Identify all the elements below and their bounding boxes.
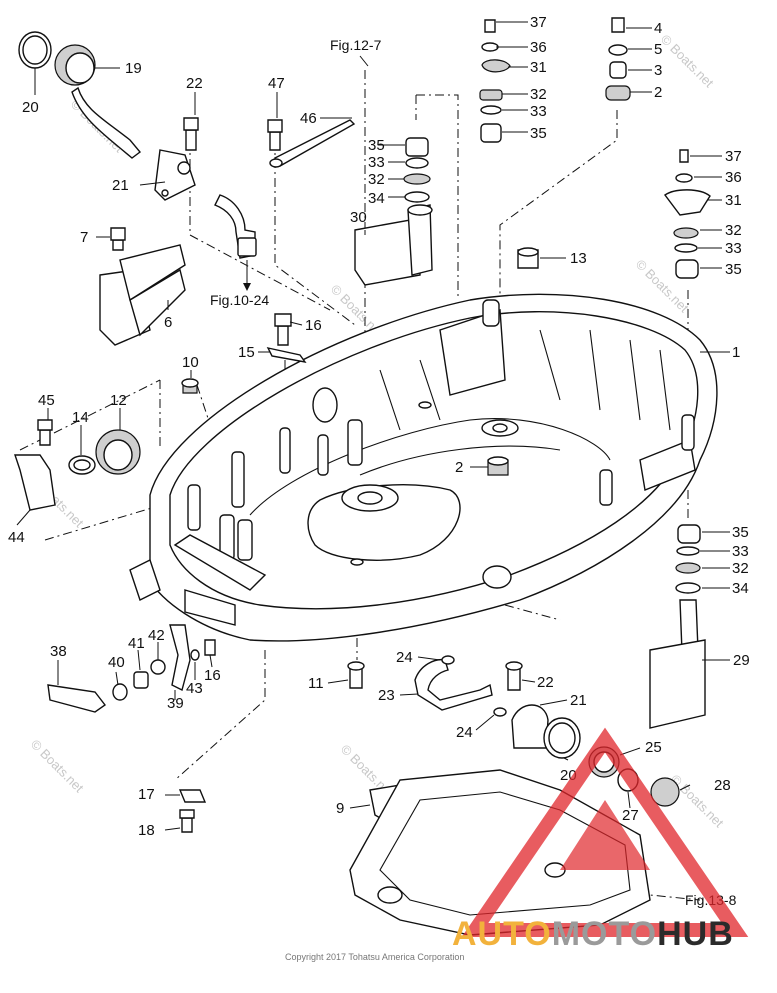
part-labels: 1 2 2 3 4 5 6 7 9 10 11 12 13 14 15 16 1… (8, 14, 750, 839)
part-label-33: 33 (368, 154, 385, 171)
part-label-33: 33 (725, 240, 742, 257)
arrowhead-icon (243, 283, 251, 291)
leader-lines (16, 21, 730, 831)
parts-bottom-left (47, 624, 216, 833)
part-label-16: 16 (305, 317, 322, 334)
part-label-38: 38 (50, 643, 67, 660)
part-label-21: 21 (570, 692, 587, 709)
part-label-2: 2 (654, 84, 662, 101)
part-label-20: 20 (22, 99, 39, 116)
part-label-22: 22 (186, 75, 203, 92)
part-label-13: 13 (570, 250, 587, 267)
ref-fig-12-7: Fig.12-7 (330, 37, 382, 53)
part-label-40: 40 (108, 654, 125, 671)
logo-inner-triangle-icon (560, 800, 650, 870)
part-label-7: 7 (80, 229, 88, 246)
part-label-2: 2 (455, 459, 463, 476)
part-label-27: 27 (622, 807, 639, 824)
ref-fig-12-7-arrow (359, 55, 369, 67)
part-label-47: 47 (268, 75, 285, 92)
part-label-11: 11 (308, 675, 324, 692)
part-label-32: 32 (530, 86, 547, 103)
part-label-35: 35 (732, 524, 749, 541)
part-label-31: 31 (725, 192, 742, 209)
logo-text: AUTOMOTOHUB (452, 915, 734, 953)
part-label-35: 35 (368, 137, 385, 154)
part-label-19: 19 (125, 60, 142, 77)
parts-top-right (605, 17, 711, 729)
part-label-33: 33 (530, 103, 547, 120)
part-label-6: 6 (164, 314, 172, 331)
part-label-32: 32 (725, 222, 742, 239)
part-label-4: 4 (654, 20, 662, 37)
copyright-text: Copyright 2017 Tohatsu America Corporati… (285, 952, 464, 962)
parts-top-left (18, 31, 356, 394)
part-label-14: 14 (72, 409, 89, 426)
part-label-43: 43 (186, 680, 203, 697)
part-label-39: 39 (167, 695, 184, 712)
part-label-37: 37 (725, 148, 742, 165)
part-label-30: 30 (350, 209, 367, 226)
logo-triangle-icon (461, 727, 749, 937)
part-label-1: 1 (732, 344, 740, 361)
part-label-31: 31 (530, 59, 547, 76)
part-label-34: 34 (368, 190, 385, 207)
part-label-17: 17 (138, 786, 155, 803)
watermark: © Boats.net (28, 737, 87, 796)
ref-fig-10-24: Fig.10-24 (210, 292, 269, 308)
part-label-36: 36 (530, 39, 547, 56)
part-label-24: 24 (396, 649, 413, 666)
part-label-10: 10 (182, 354, 199, 371)
part-label-41: 41 (128, 635, 145, 652)
part-label-45: 45 (38, 392, 55, 409)
part-label-36: 36 (725, 169, 742, 186)
part-label-25: 25 (645, 739, 662, 756)
part-label-37: 37 (530, 14, 547, 31)
watermark: © Boats.net (658, 32, 717, 91)
parts-left (14, 419, 141, 511)
logo-text-auto: AUTO (452, 915, 552, 953)
part-label-18: 18 (138, 822, 155, 839)
part-label-23: 23 (378, 687, 395, 704)
parts-top-center (354, 19, 539, 476)
part-label-29: 29 (733, 652, 750, 669)
part-label-46: 46 (300, 110, 317, 127)
part-label-28: 28 (714, 777, 731, 794)
bottom-cowl (129, 293, 718, 642)
part-label-32: 32 (732, 560, 749, 577)
part-label-21: 21 (112, 177, 129, 194)
brand-logo: AUTOMOTOHUB (452, 727, 749, 953)
part-label-32: 32 (368, 171, 385, 188)
part-label-16: 16 (204, 667, 221, 684)
part-label-44: 44 (8, 529, 25, 546)
part-label-12: 12 (110, 392, 127, 409)
logo-text-moto: MOTO (552, 915, 657, 953)
part-label-24: 24 (456, 724, 473, 741)
part-label-33: 33 (732, 543, 749, 560)
part-label-3: 3 (654, 62, 662, 79)
parts-bottom-center (347, 655, 680, 936)
part-label-35: 35 (725, 261, 742, 278)
part-label-9: 9 (336, 800, 344, 817)
part-label-22: 22 (537, 674, 554, 691)
part-label-5: 5 (654, 41, 662, 58)
part-label-35: 35 (530, 125, 547, 142)
part-label-42: 42 (148, 627, 165, 644)
part-label-15: 15 (238, 344, 255, 361)
logo-text-hub: HUB (657, 915, 734, 953)
part-label-34: 34 (732, 580, 749, 597)
